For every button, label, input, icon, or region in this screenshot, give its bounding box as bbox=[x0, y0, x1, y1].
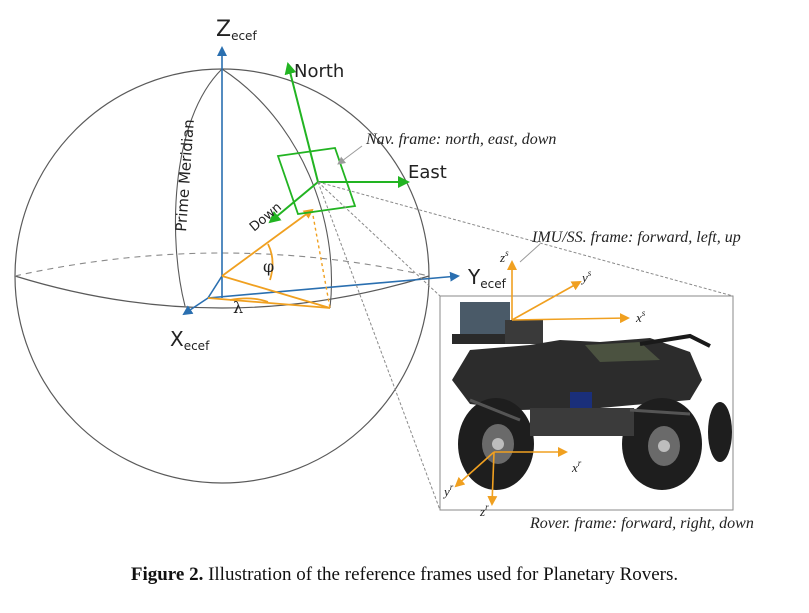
rover-photo bbox=[439, 260, 734, 511]
zoom-lines bbox=[317, 181, 734, 511]
lat-lon-construction bbox=[207, 208, 331, 309]
prime-meridian-label: Prime Meridian bbox=[172, 119, 198, 233]
y-ecef-label: Yecef bbox=[467, 265, 507, 291]
rover-frame-annotation: Rover. frame: forward, right, down bbox=[529, 515, 754, 532]
imu-frame-leader bbox=[519, 243, 541, 263]
nav-frame-annotation: Nav. frame: north, east, down bbox=[365, 131, 556, 148]
figure-caption: Figure 2. Illustration of the reference … bbox=[0, 564, 809, 586]
nav-frame bbox=[268, 62, 410, 224]
imu-z-label: zs bbox=[499, 248, 509, 265]
nav-frame-leader bbox=[337, 145, 363, 165]
north-label: North bbox=[294, 61, 344, 82]
rover-axes bbox=[454, 447, 568, 506]
ecef-axes bbox=[182, 46, 460, 316]
rover-illustration bbox=[452, 302, 732, 490]
imu-frame-annotation: IMU/SS. frame: forward, left, up bbox=[531, 229, 741, 246]
z-ecef-label: Zecef bbox=[216, 17, 257, 43]
figure-number: Figure 2. bbox=[130, 564, 204, 585]
lambda-label: λ bbox=[233, 298, 243, 317]
rover-x-label: xr bbox=[571, 458, 582, 475]
rover-z-label: zr bbox=[479, 502, 489, 519]
caption-text: Illustration of the reference frames use… bbox=[203, 564, 679, 585]
x-ecef-label: Xecef bbox=[170, 327, 210, 353]
imu-x-label: xs bbox=[635, 308, 646, 325]
rover-y-label: yr bbox=[442, 482, 454, 499]
down-label: Down bbox=[247, 200, 285, 235]
phi-label: φ bbox=[263, 257, 274, 276]
east-label: East bbox=[408, 162, 447, 183]
imu-axes bbox=[507, 260, 630, 324]
imu-y-label: ys bbox=[580, 268, 592, 285]
